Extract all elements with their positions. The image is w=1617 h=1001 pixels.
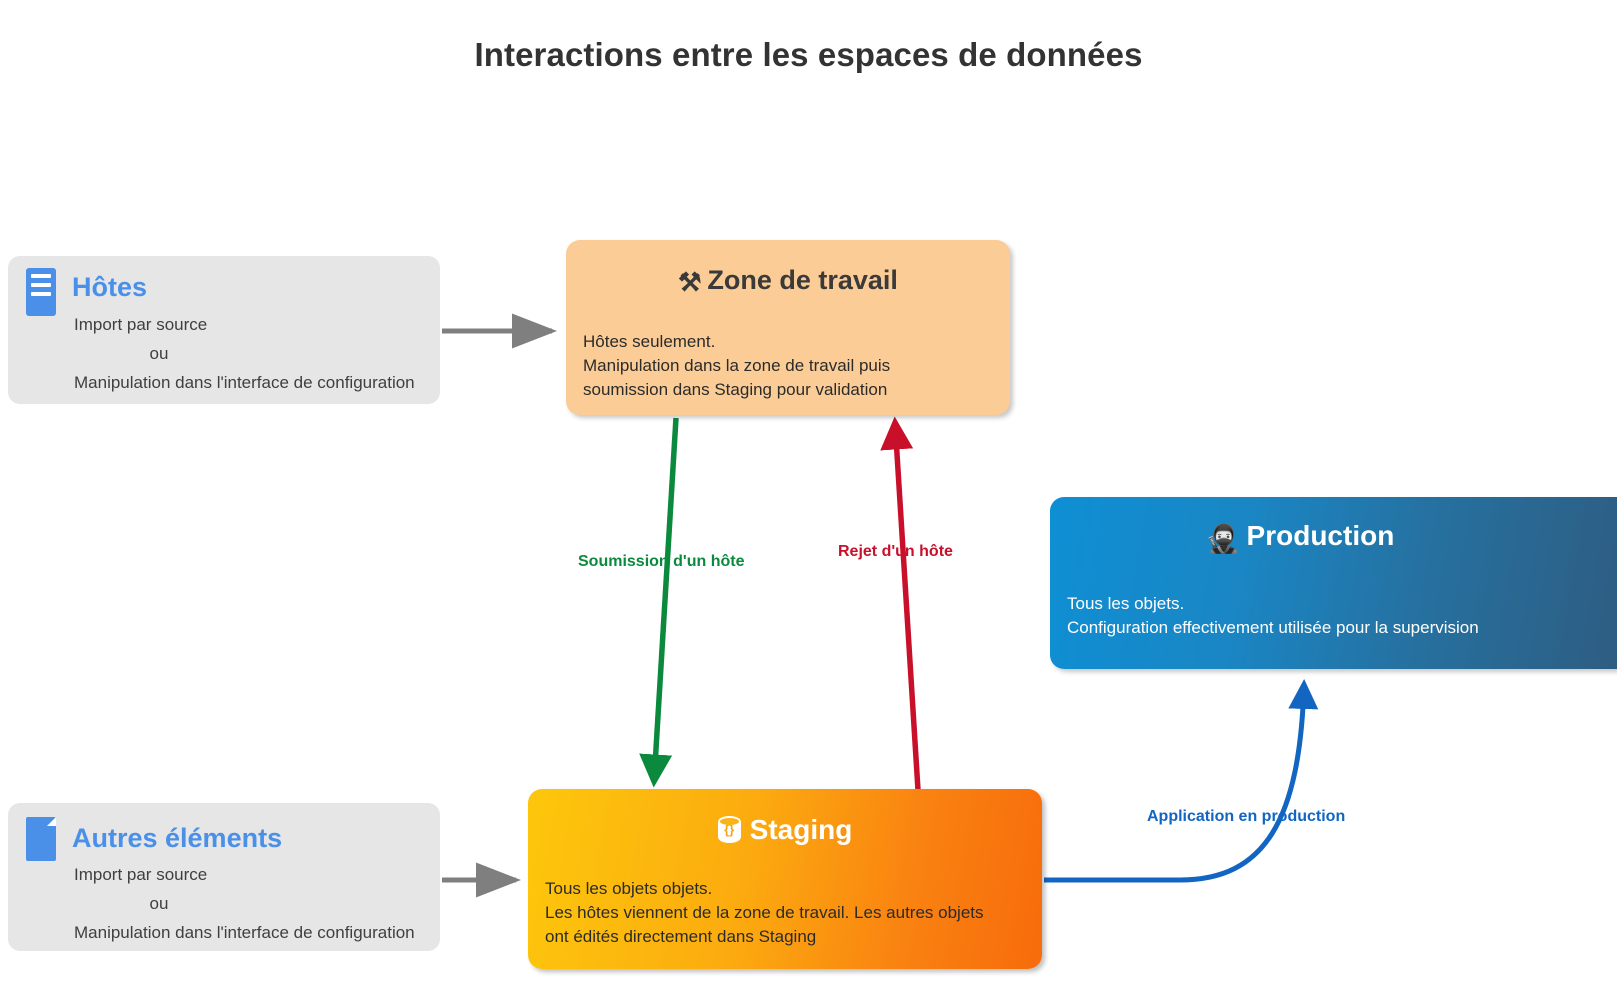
node-autres-line-1: Import par source — [74, 865, 208, 884]
node-staging-title: Staging — [749, 814, 853, 845]
node-hotes-line-1: Import par source — [74, 315, 208, 334]
node-zone-body: Hôtes seulement. Manipulation dans la zo… — [583, 332, 891, 400]
node-zone-title-row: ⚒Zone de travail — [566, 265, 1010, 297]
tools-icon: ⚒ — [678, 267, 702, 297]
document-icon — [26, 817, 56, 861]
node-autres-elements[interactable]: Autres éléments Import par source ou Man… — [8, 803, 440, 951]
node-zone-title: Zone de travail — [707, 265, 898, 295]
node-production-body: Tous les objets. Configuration effective… — [1067, 594, 1479, 638]
database-icon — [717, 816, 741, 843]
edge-staging-to-production — [1044, 679, 1319, 883]
edge-label-soumission: Soumission d'un hôte — [578, 553, 745, 570]
edge-zone-to-staging — [639, 417, 679, 788]
node-production-title-row: 🥷Production — [1050, 520, 1550, 555]
node-autres-title: Autres éléments — [72, 823, 283, 853]
node-zone-de-travail[interactable]: ⚒Zone de travail Hôtes seulement. Manipu… — [566, 240, 1010, 415]
ninja-icon: 🥷 — [1205, 523, 1241, 554]
node-production-title: Production — [1246, 520, 1395, 551]
node-hotes[interactable]: Hôtes Import par source ou Manipulation … — [8, 256, 440, 404]
node-staging[interactable]: Staging Tous les objets objets. Les hôte… — [528, 789, 1042, 969]
edge-label-application: Application en production — [1147, 808, 1346, 825]
node-autres-line-3: Manipulation dans l'interface de configu… — [74, 923, 415, 942]
node-autres-line-2: ou — [149, 894, 169, 913]
node-production[interactable]: 🥷Production Tous les objets. Configurati… — [1050, 497, 1617, 669]
node-hotes-line-3: Manipulation dans l'interface de configu… — [74, 373, 415, 392]
node-staging-title-row: Staging — [528, 814, 1042, 846]
node-staging-body: Tous les objets objets. Les hôtes vienne… — [545, 879, 984, 947]
node-hotes-line-2: ou — [149, 344, 169, 363]
server-icon — [26, 268, 56, 316]
node-hotes-title: Hôtes — [72, 272, 148, 302]
edge-staging-to-zone — [880, 416, 921, 791]
edge-label-rejet: Rejet d'un hôte — [838, 543, 953, 560]
page-title: Interactions entre les espaces de donnée… — [474, 36, 1143, 73]
